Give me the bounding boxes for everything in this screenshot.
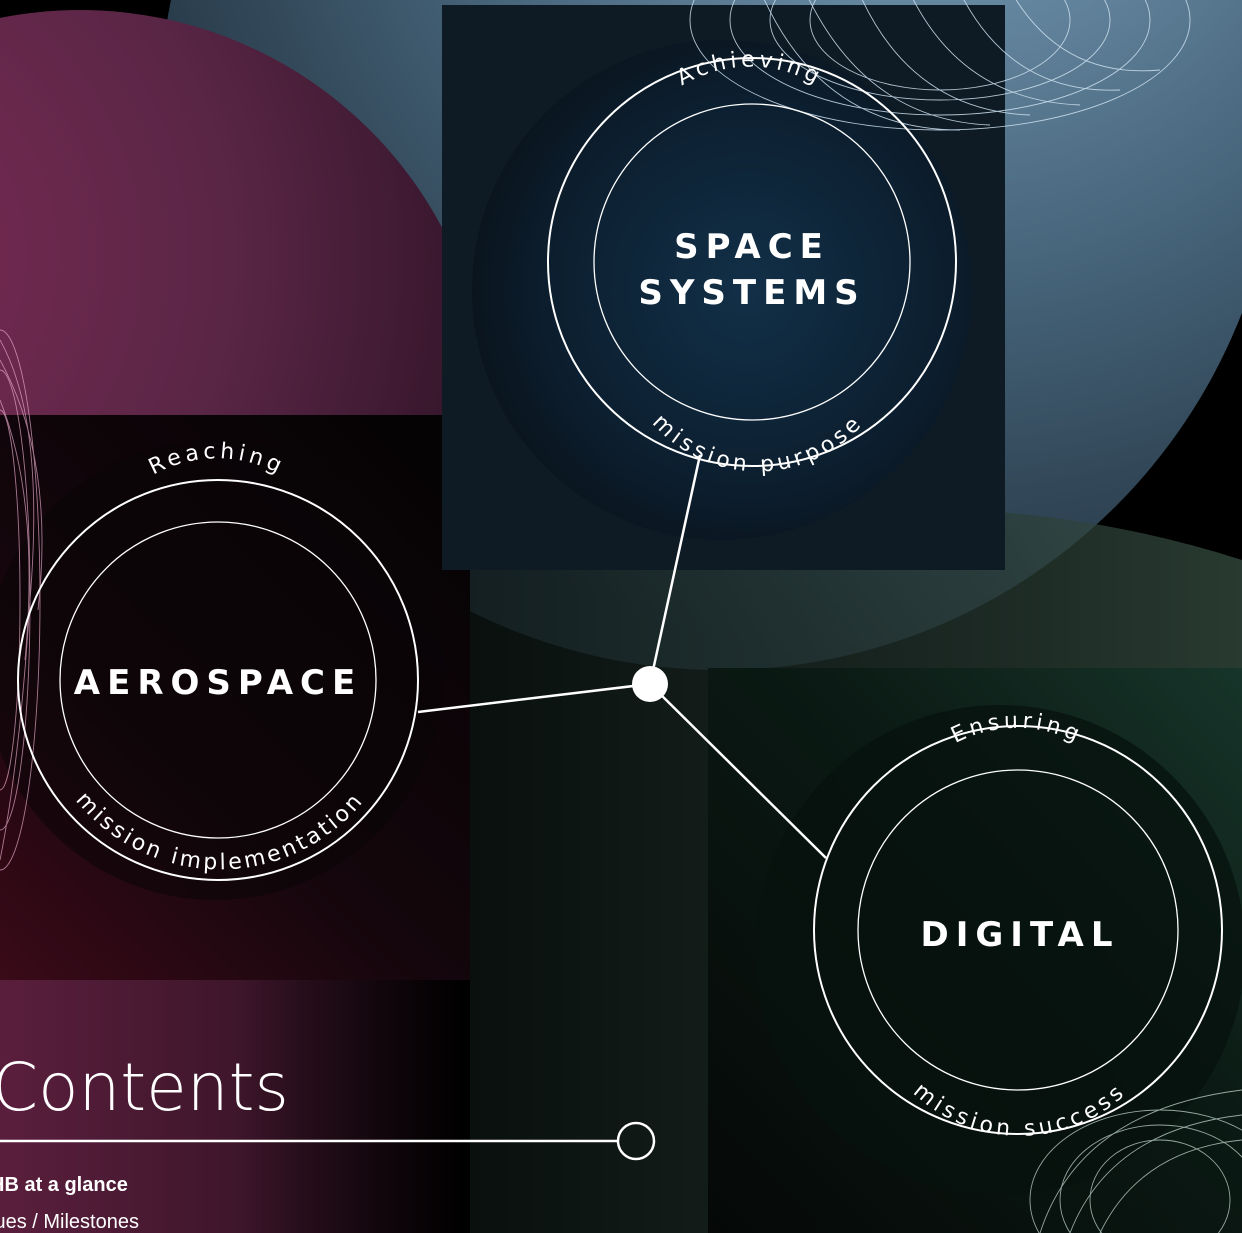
space-outer-ring: [547, 57, 957, 467]
wireframe-globe-left: [0, 329, 43, 871]
aerospace-title: AEROSPACE: [74, 663, 362, 703]
contents-pink-glow: [0, 960, 470, 1233]
wireframe-globe-top: [689, 0, 1191, 131]
hub-node: [632, 666, 668, 702]
connector-aerospace: [417, 682, 651, 714]
wireframe-globe-bottom: [1029, 1089, 1242, 1233]
contents-title: Contents: [0, 1049, 289, 1126]
digital-disc: [755, 705, 1242, 1195]
contents-item-values[interactable]: lues / Milestones: [0, 1211, 139, 1233]
connector-digital: [649, 683, 827, 859]
digital-title: DIGITAL: [921, 915, 1120, 955]
aerospace-inner-ring: [59, 521, 377, 839]
contents-rule-end-icon: [616, 1121, 656, 1161]
connectors: [417, 454, 827, 859]
connector-space: [648, 454, 702, 685]
digital-inner-ring: [857, 769, 1179, 1091]
aerospace-disc: [0, 440, 445, 900]
digital-outer-ring: [813, 725, 1223, 1135]
contents-item-glance[interactable]: HB at a glance: [0, 1174, 128, 1196]
aerospace-outer-ring: [17, 479, 419, 881]
space-disc: [472, 40, 972, 540]
space-inner-ring: [593, 103, 911, 421]
space-title-line2: SYSTEMS: [638, 273, 865, 313]
contents-section: Contents HB at a glance lues / Milestone…: [0, 1049, 656, 1233]
space-title-line1: SPACE: [674, 227, 830, 267]
